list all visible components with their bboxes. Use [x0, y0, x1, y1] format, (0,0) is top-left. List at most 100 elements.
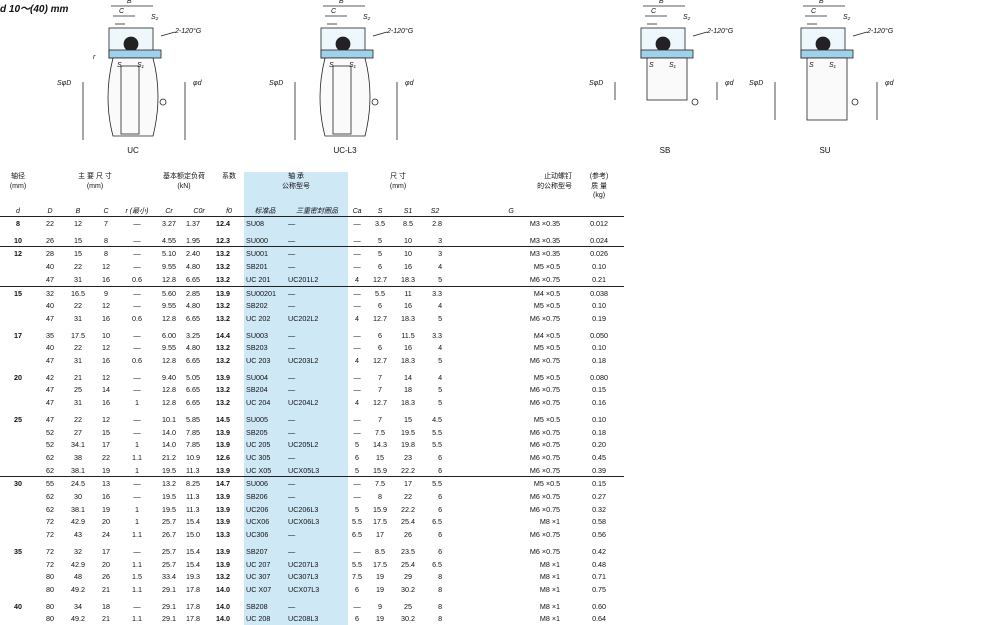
table-cell: SB205	[244, 425, 287, 439]
table-cell: UC306	[244, 528, 287, 541]
table-cell: 25	[74, 385, 82, 395]
table-cell: 13.2	[216, 572, 231, 582]
table-cell: 27	[74, 427, 82, 437]
table-cell: —	[133, 372, 141, 382]
table-cell: 16	[404, 262, 413, 272]
table-cell: 15.4	[186, 559, 201, 569]
table-cell: 19.8	[401, 440, 416, 450]
hdr-mass-unit: (kg)	[593, 192, 606, 199]
table-cell: —	[353, 249, 361, 259]
table-cell: 4	[355, 313, 360, 323]
table-cell: 6	[378, 262, 383, 272]
table-cell: —	[353, 330, 361, 340]
dim-d-label: φd	[193, 80, 202, 87]
table-cell: 0.64	[592, 614, 607, 624]
table-cell: —	[353, 301, 361, 311]
table-cell: 13.9	[216, 517, 231, 527]
table-cell: 4	[355, 356, 360, 366]
table-cell: 17.5	[71, 330, 85, 340]
table-cell: UC206L3	[286, 502, 349, 516]
table-cell: 13.2	[216, 385, 231, 395]
bearing-spec-table: 轴径 主 要 尺 寸 基本额定负荷 系数 轴 承 尺 寸 止动螺钉 (参考) (…	[0, 172, 625, 625]
subheader-cell: C	[103, 207, 109, 215]
table-cell: —	[133, 219, 141, 228]
table-cell: M5 ×0.5	[533, 479, 561, 489]
table-cell: 40	[46, 262, 54, 272]
table-cell: M6 ×0.75	[529, 274, 561, 284]
table-cell: M4 ×0.5	[533, 288, 561, 298]
table-cell: 13.9	[216, 440, 231, 450]
table-cell: 15.9	[373, 504, 388, 514]
table-cell: 15.9	[373, 465, 388, 475]
table-cell: —	[133, 235, 141, 245]
table-cell: 12	[102, 301, 110, 311]
hdr-load-unit: (kN)	[177, 182, 191, 190]
table-cell: 14.0	[216, 614, 231, 624]
dim-c-label: C	[811, 8, 817, 15]
table-cell: 7	[104, 219, 108, 228]
table-cell: 1.1	[132, 614, 143, 624]
table-cell: 22	[74, 414, 82, 424]
dim-s2-label: S₂	[683, 14, 691, 21]
table-cell: 4.55	[162, 235, 177, 245]
table-cell: —	[133, 479, 141, 489]
table-cell: 24	[102, 530, 110, 540]
table-cell: 0.45	[592, 452, 607, 462]
table-cell: M8 ×1	[539, 559, 561, 569]
dim-d-label: φd	[725, 80, 734, 87]
table-cell: —	[286, 341, 349, 355]
table-cell: 0.6	[132, 313, 143, 323]
table-cell: 29.1	[162, 614, 177, 624]
table-cell: —	[286, 299, 349, 312]
table-cell: —	[133, 385, 141, 395]
dim-r-label: r	[93, 54, 96, 61]
table-cell: 5	[438, 274, 443, 284]
dim-b-label: B	[127, 0, 132, 5]
table-cell: 22.2	[401, 465, 416, 475]
table-cell: 3.27	[162, 219, 177, 228]
dim-s-label: S	[329, 62, 334, 69]
table-cell: 14.0	[162, 427, 177, 437]
table-cell: 40	[46, 301, 54, 311]
dim-s-label: S	[649, 62, 654, 69]
table-cell: M5 ×0.5	[533, 414, 561, 424]
table-cell: 0.58	[592, 517, 607, 527]
table-cell: 17	[102, 546, 110, 556]
table-cell: SU004	[244, 366, 287, 384]
table-cell: 4	[438, 301, 443, 311]
table-cell: 13.2	[216, 398, 231, 408]
dim-s1-label: S₁	[829, 62, 836, 69]
table-cell: 0.16	[592, 398, 607, 408]
table-cell: 19	[376, 584, 385, 594]
table-cell: 10.9	[186, 452, 201, 462]
table-cell: M3 ×0.35	[529, 235, 561, 245]
hdr-screw: 止动螺钉	[544, 173, 573, 180]
table-cell: M6 ×0.75	[529, 385, 561, 395]
table-cell: UC307L3	[286, 570, 349, 583]
table-cell: 18.3	[401, 274, 416, 284]
table-cell: 12.7	[373, 313, 388, 323]
table-cell: 6.65	[186, 385, 201, 395]
table-cell: 33.4	[162, 572, 177, 582]
table-cell: —	[133, 343, 141, 353]
table-cell: 0.026	[590, 249, 609, 259]
table-cell: M8 ×1	[539, 614, 561, 624]
table-cell: 13.9	[216, 288, 231, 298]
table-cell: 28	[46, 249, 54, 259]
table-cell: 5	[438, 385, 443, 395]
table-cell: UC207L3	[286, 557, 349, 571]
table-cell	[0, 451, 36, 464]
table-cell: —	[286, 324, 349, 342]
table-cell: 19.3	[186, 572, 201, 582]
table-cell	[0, 503, 36, 516]
subheader-cell: Ca	[352, 207, 362, 215]
table-cell: 1.1	[132, 530, 143, 540]
table-cell: 49.2	[71, 614, 85, 624]
